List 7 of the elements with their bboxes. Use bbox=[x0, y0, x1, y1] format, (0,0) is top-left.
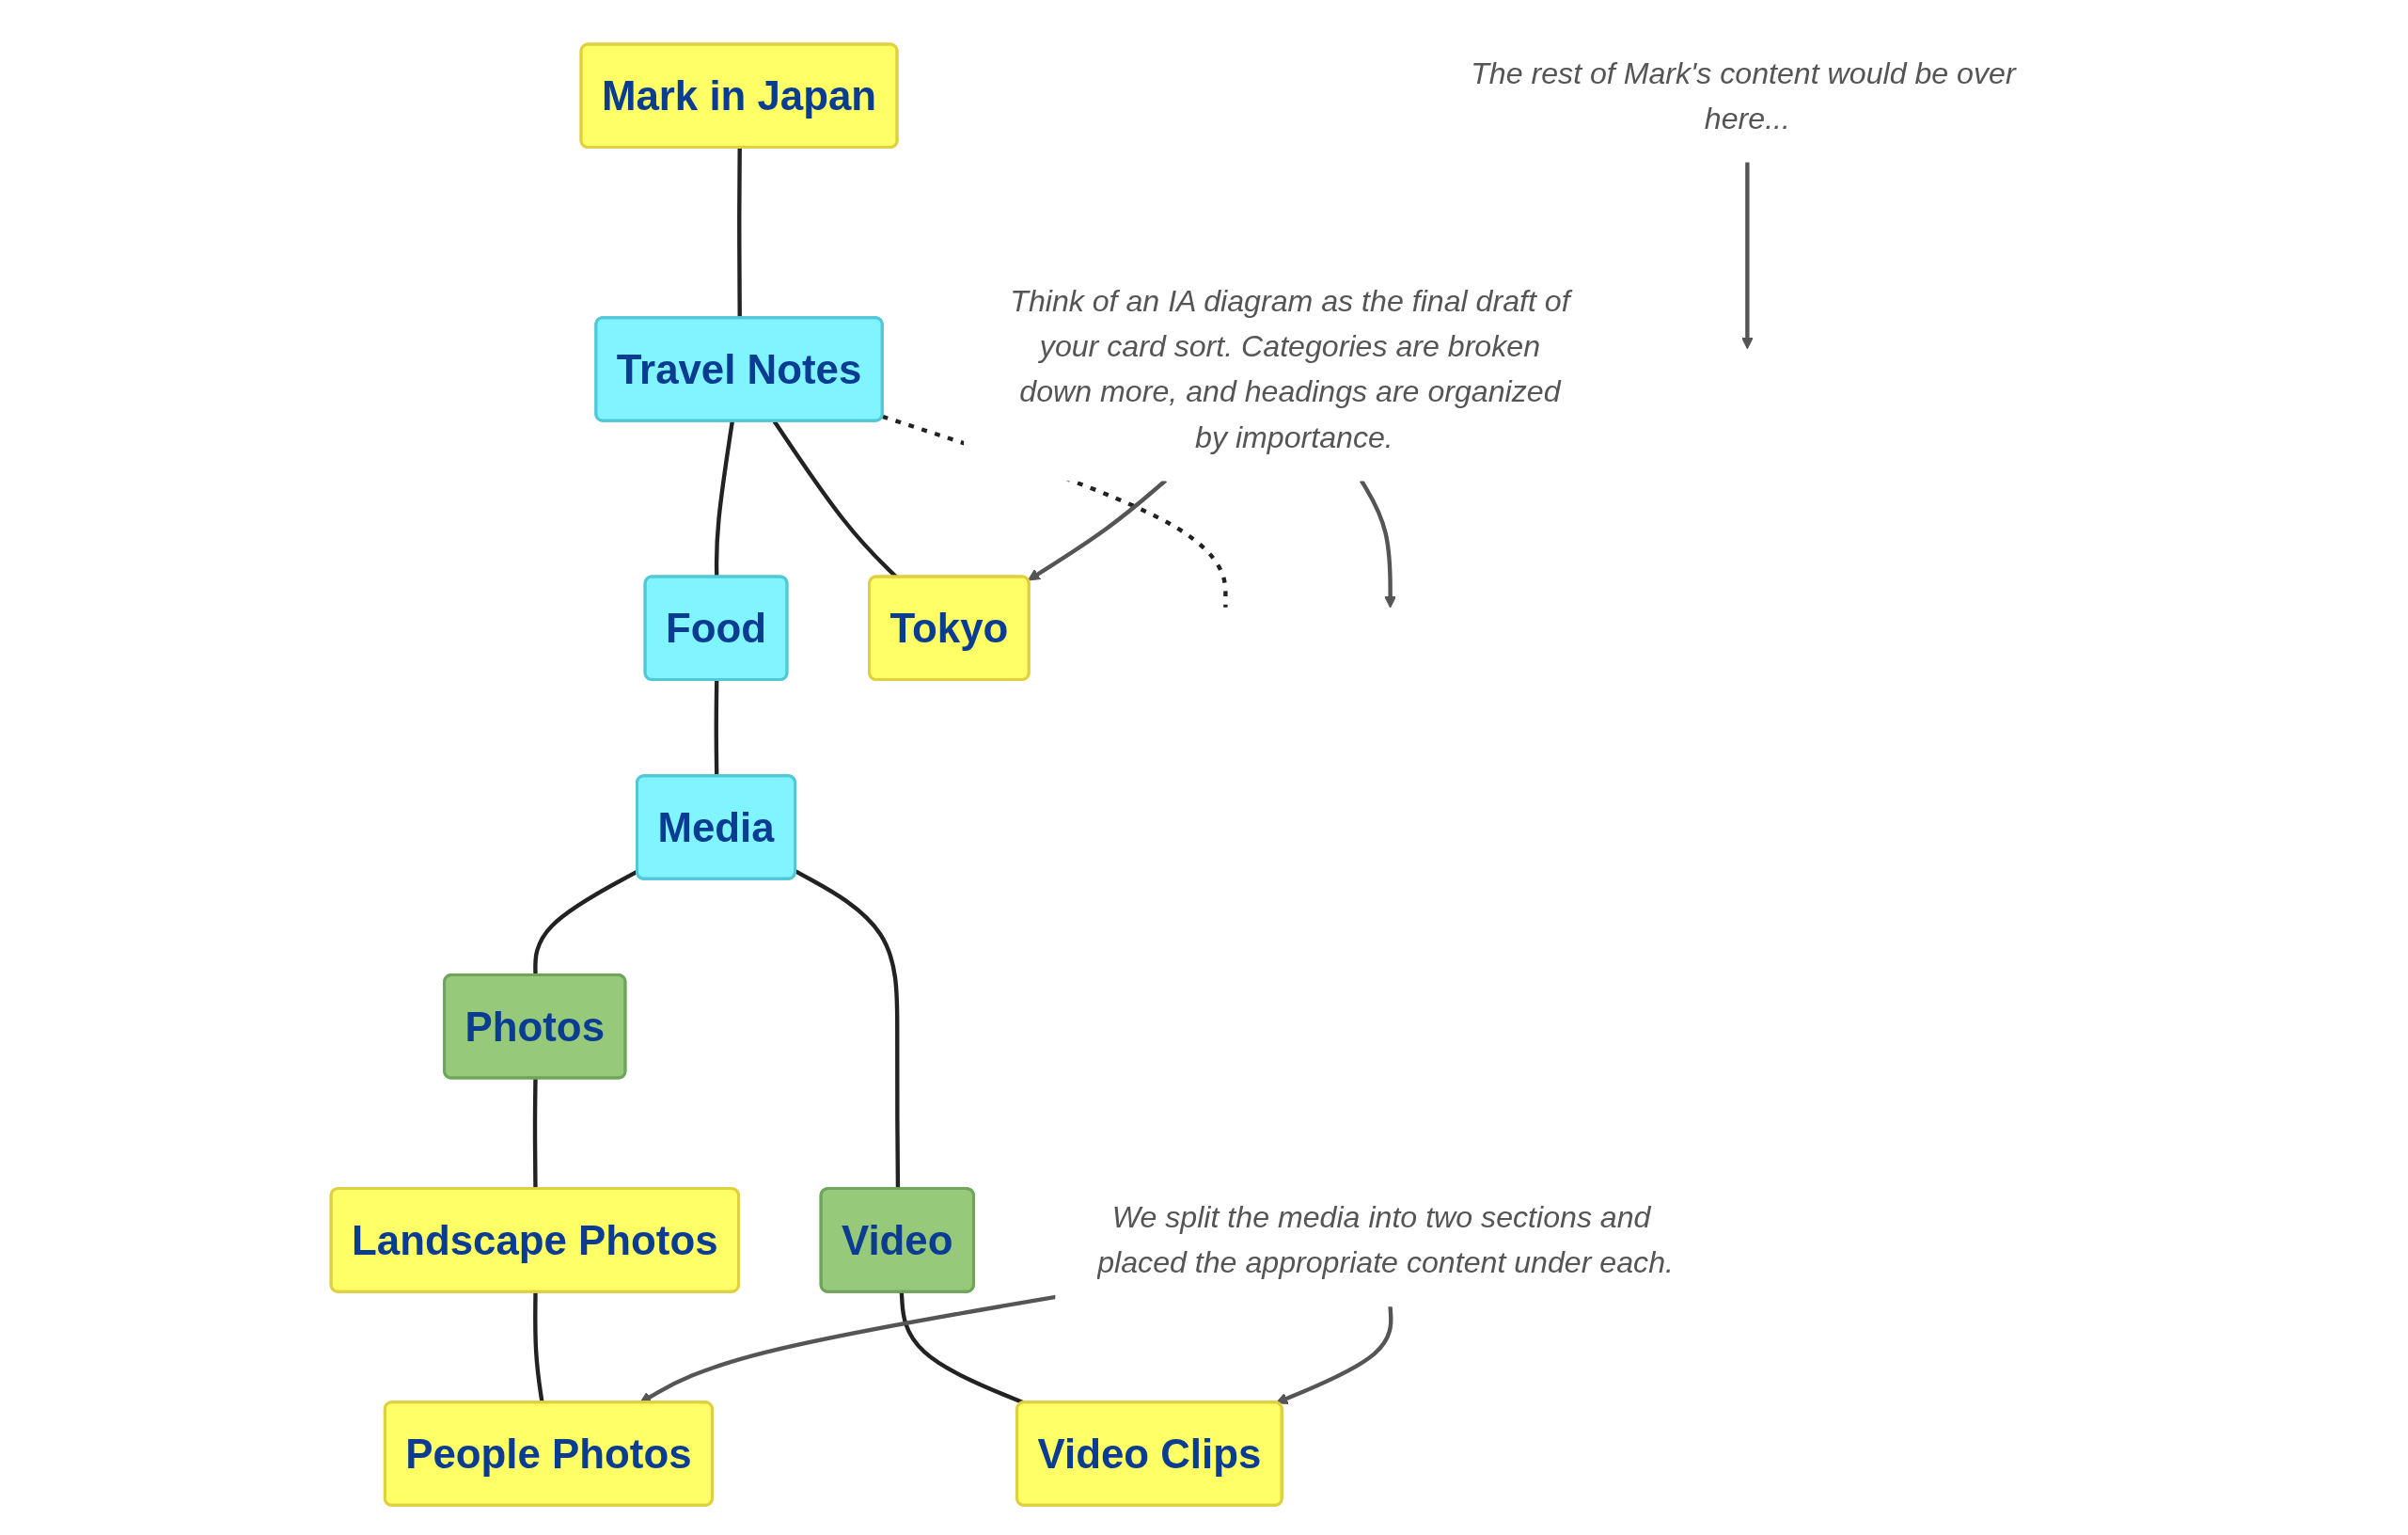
arrow bbox=[1275, 1306, 1393, 1405]
node-text: The rest of Mark's content would be over here... bbox=[1471, 55, 2016, 136]
arrow bbox=[1359, 479, 1397, 609]
arrow bbox=[1028, 479, 1168, 581]
arrow bbox=[1740, 161, 1754, 350]
node-text: We split the media into two sections and placed the appropriate content under each. bbox=[1097, 1200, 1674, 1280]
connector bbox=[899, 1291, 1025, 1405]
